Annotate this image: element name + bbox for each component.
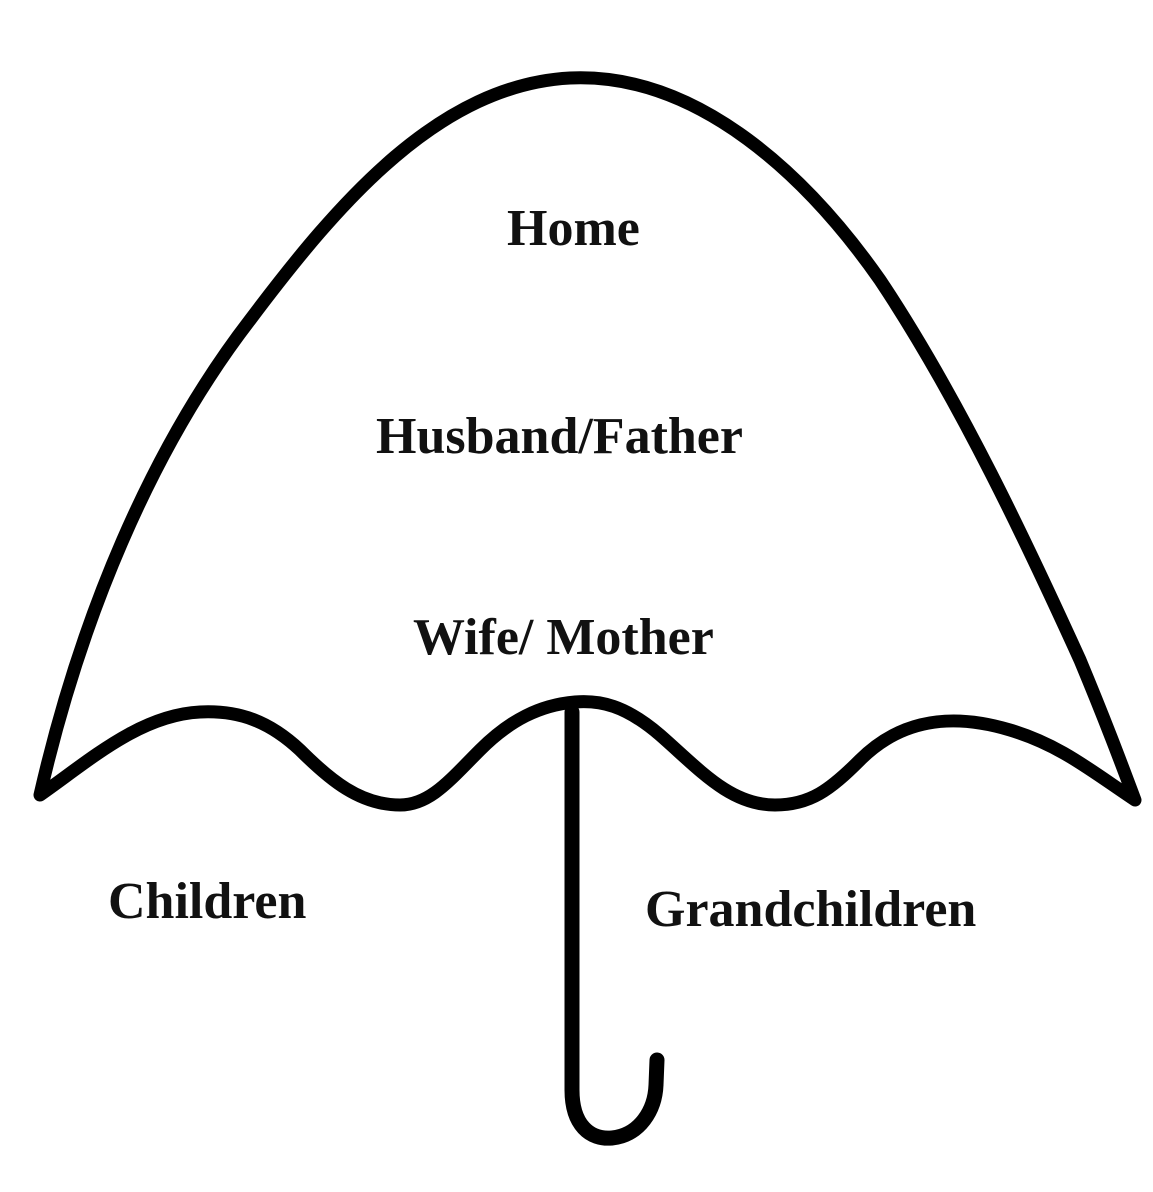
label-grandchildren: Grandchildren <box>645 884 976 936</box>
label-home: Home <box>507 203 640 255</box>
label-husband-father: Husband/Father <box>376 411 743 463</box>
label-children: Children <box>108 876 306 928</box>
label-wife-mother: Wife/ Mother <box>413 612 714 664</box>
